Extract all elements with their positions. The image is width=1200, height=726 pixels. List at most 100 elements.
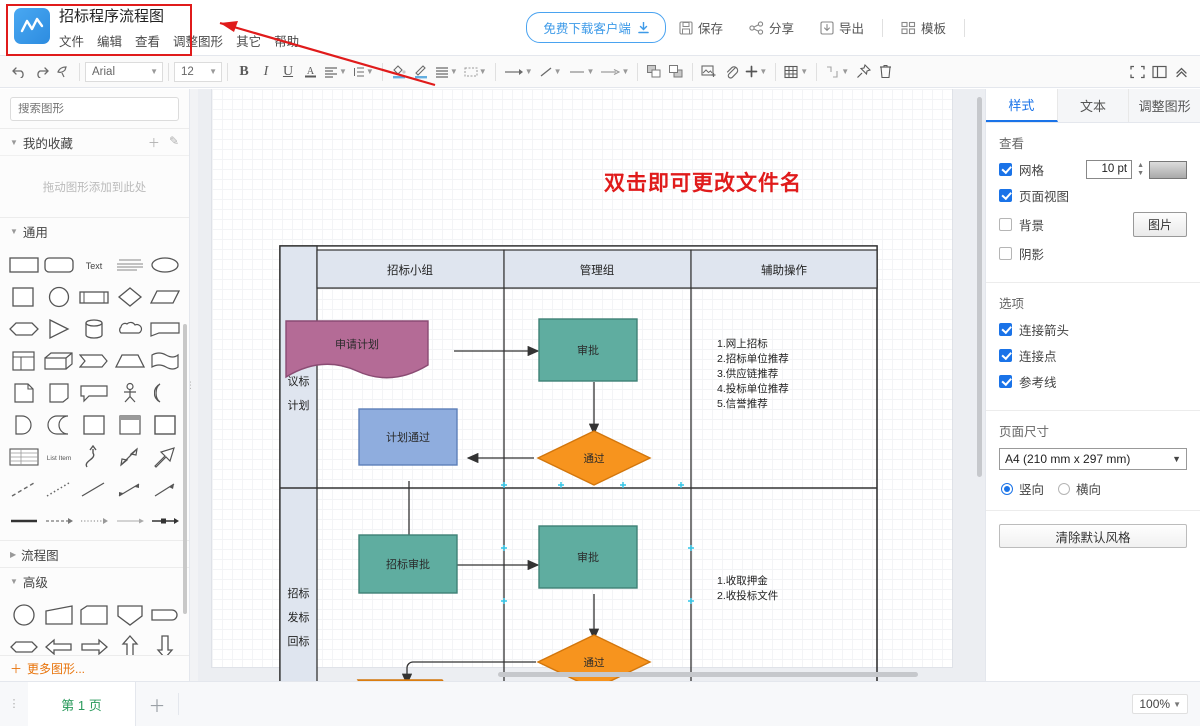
fullscreen-button[interactable] [1126,60,1148,84]
shape-half-circle[interactable] [6,410,41,440]
landscape-radio[interactable] [1058,482,1071,495]
page-tab-1[interactable]: 第 1 页 [28,681,136,726]
shape-adv-arrow-left[interactable] [41,632,76,662]
shape-dotted-line[interactable] [41,474,76,504]
shape-square[interactable] [6,282,41,312]
menu-arrange-shape[interactable]: 调整图形 [173,34,224,49]
more-shapes-button[interactable]: ＋ 更多图形... [0,655,189,681]
shape-double-arrow-diag[interactable] [112,442,147,472]
canvas-horizontal-scrollbar[interactable] [498,672,918,677]
shape-search-box[interactable] [10,97,179,121]
shape-dashed-line[interactable] [6,474,41,504]
grid-checkbox[interactable] [999,163,1012,176]
sidebar-scrollbar[interactable] [183,324,187,614]
shadow-checkbox[interactable] [999,247,1012,260]
shape-process[interactable] [77,282,112,312]
italic-button[interactable]: I [263,63,269,79]
guideline-checkbox[interactable] [999,375,1012,388]
template-button[interactable]: 模板 [888,12,959,43]
edit-favorite-icon[interactable]: ✎ [168,133,179,148]
shape-window[interactable] [112,410,147,440]
shape-triangle[interactable] [41,314,76,344]
shape-adv-circle[interactable] [6,600,41,630]
grid-size-stepper[interactable]: ▲▼ [1137,162,1144,177]
delete-button[interactable] [874,60,896,84]
portrait-radio[interactable] [1001,482,1013,495]
shape-adv-ramp[interactable] [41,600,76,630]
search-input[interactable] [18,103,172,115]
line-width-button[interactable]: ▼ [565,60,598,84]
font-family-select[interactable]: Arial ▼ [85,61,163,82]
sidebar-section-favorites[interactable]: ▼ 我的收藏 ＋ ✎ [0,128,189,155]
shape-labeled-arrow[interactable] [112,506,147,536]
menu-file[interactable]: 文件 [59,34,85,49]
border-style-button[interactable]: ▼ [461,60,490,84]
orientation-landscape[interactable]: 横向 [1058,479,1101,498]
orientation-portrait[interactable]: 竖向 [1001,479,1044,498]
sidebar-section-advanced[interactable]: ▼ 高级 [0,567,189,594]
shape-callout[interactable] [148,314,183,344]
shape-parallelogram[interactable] [148,282,183,312]
paragraph-align-button[interactable]: ▼ [432,60,461,84]
collapse-toolbar-button[interactable] [1170,60,1192,84]
shape-crescent[interactable] [148,378,183,408]
page-size-select[interactable]: A4 (210 mm x 297 mm) ▼ [999,448,1187,470]
shape-double-arrow-line[interactable] [112,474,147,504]
shape-node-arrow[interactable] [148,506,183,536]
export-button[interactable]: 导出 [807,12,877,43]
shape-text[interactable]: Text [77,250,112,280]
add-favorite-icon[interactable]: ＋ [147,135,160,150]
tab-adjust-shape[interactable]: 调整图形 [1129,89,1200,122]
shape-textbox[interactable] [112,250,147,280]
canvas-vertical-scrollbar[interactable] [977,97,982,477]
format-painter-button[interactable] [52,60,74,84]
bold-button[interactable]: B [239,63,249,79]
shape-dotted-arrow[interactable] [77,506,112,536]
shape-hexagon[interactable] [6,314,41,344]
document-title[interactable]: 招标程序流程图 [59,7,165,25]
shape-circle[interactable] [41,282,76,312]
shape-chevron[interactable] [77,346,112,376]
shape-frame[interactable] [148,410,183,440]
tab-style[interactable]: 样式 [986,89,1058,122]
background-checkbox[interactable] [999,218,1012,231]
redo-button[interactable] [30,60,52,84]
shape-cloud[interactable] [112,314,147,344]
shape-block-arrow[interactable] [148,442,183,472]
connector-style-button[interactable]: ▼ [822,60,852,84]
sidebar-section-flowchart[interactable]: ▶ 流程图 [0,540,189,567]
page-menu-icon[interactable]: ⋮ [8,698,20,710]
insert-table-button[interactable]: ▼ [781,60,811,84]
shape-cube[interactable] [41,346,76,376]
line-style-button[interactable]: ▼ [536,60,565,84]
shape-adv-shield[interactable] [112,600,147,630]
background-image-button[interactable]: 图片 [1132,212,1187,237]
shape-diamond[interactable] [112,282,147,312]
shape-dashed-arrow[interactable] [41,506,76,536]
shape-table[interactable] [6,346,41,376]
bring-to-front-button[interactable] [643,60,665,84]
text-align-button[interactable]: ▼ [321,60,350,84]
shape-folded-corner[interactable] [41,378,76,408]
connector-arrow-checkbox[interactable] [999,323,1012,336]
page-view-checkbox[interactable] [999,189,1012,202]
shape-arrow-line[interactable] [148,474,183,504]
tab-text[interactable]: 文本 [1057,89,1130,122]
zoom-control[interactable]: 100% ▼ [1132,694,1188,714]
menu-edit[interactable]: 编辑 [97,34,123,49]
shape-list-item[interactable]: List Item [41,442,76,472]
insert-button[interactable]: ▼ [742,60,770,84]
download-client-button[interactable]: 免费下载客户端 [526,12,666,43]
shape-adv-arrow-right[interactable] [77,632,112,662]
menu-other[interactable]: 其它 [236,34,262,49]
shape-curved-arrow[interactable] [77,442,112,472]
font-color-button[interactable]: A [299,60,321,84]
shape-tape[interactable] [41,410,76,440]
font-size-select[interactable]: 12 ▼ [174,61,222,82]
shape-solid-line[interactable] [77,474,112,504]
shape-adv-round-right[interactable] [148,600,183,630]
line-color-button[interactable] [410,60,432,84]
send-to-back-button[interactable] [665,60,687,84]
attachment-button[interactable] [720,60,742,84]
shape-adv-arrow-down[interactable] [148,632,183,662]
